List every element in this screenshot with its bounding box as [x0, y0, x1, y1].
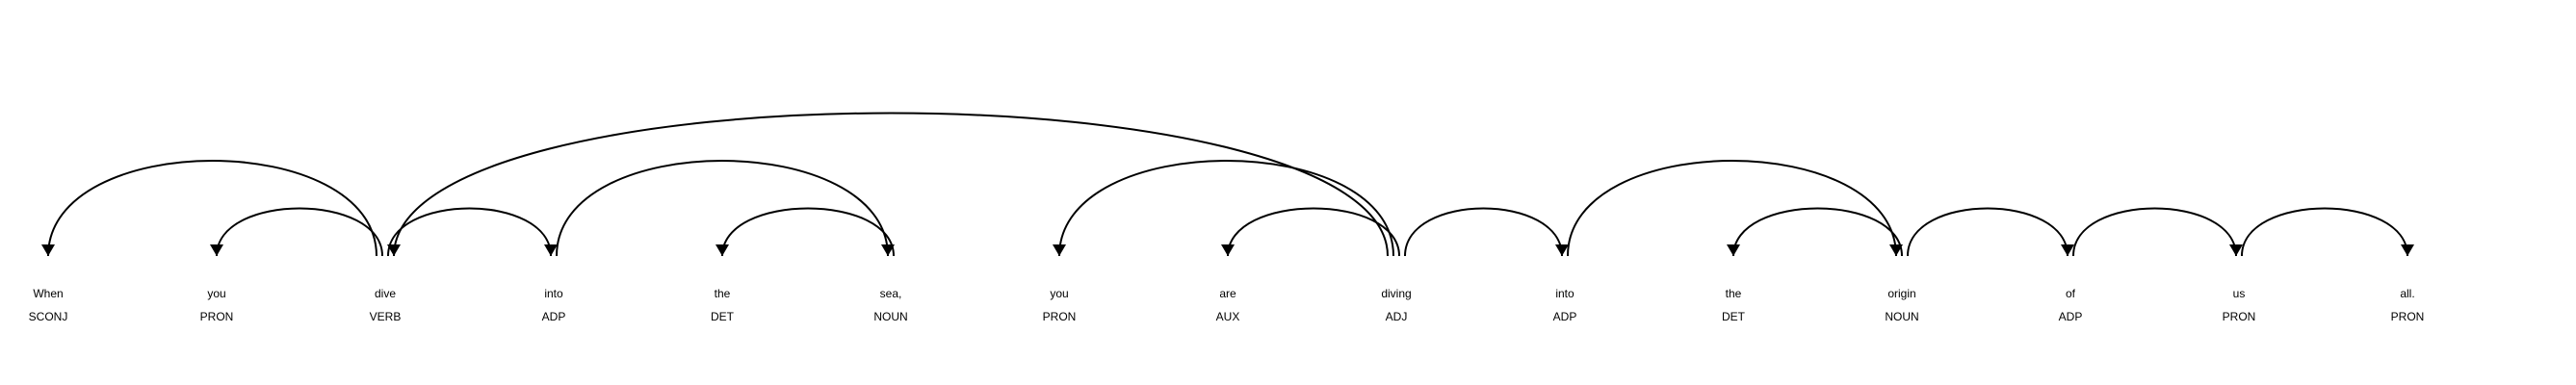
- token-tag: ADJ: [1386, 310, 1408, 323]
- dependency-arc: [1732, 207, 1903, 257]
- dependency-arc: [556, 160, 889, 257]
- token-word: you: [1050, 287, 1068, 300]
- arrow-head-icon: [2229, 244, 2243, 256]
- token-word: of: [2066, 287, 2076, 300]
- token-tag: NOUN: [1885, 310, 1918, 323]
- arrow-head-icon: [210, 244, 223, 256]
- arrow-head-icon: [1889, 244, 1903, 256]
- token-tag: SCONJ: [29, 310, 68, 323]
- token-word: all.: [2400, 287, 2414, 300]
- arrow-head-icon: [716, 244, 729, 256]
- token-word: us: [2233, 287, 2246, 300]
- dependency-arc: [1907, 207, 2069, 257]
- token-word: dive: [375, 287, 396, 300]
- token-tag: ADP: [2059, 310, 2083, 323]
- arrow-head-icon: [1053, 244, 1066, 256]
- arrow-head-icon: [1221, 244, 1235, 256]
- dependency-arc: [47, 160, 377, 257]
- arrow-head-icon: [1555, 244, 1569, 256]
- arrow-head-icon: [1727, 244, 1740, 256]
- token-tag: ADP: [1553, 310, 1577, 323]
- token-tag: NOUN: [873, 310, 907, 323]
- token-tag: PRON: [2223, 310, 2256, 323]
- arrow-head-icon: [387, 244, 401, 256]
- arrow-head-icon: [544, 244, 558, 256]
- arrow-head-icon: [41, 244, 55, 256]
- token-tag: AUX: [1216, 310, 1240, 323]
- arrow-head-icon: [2401, 244, 2414, 256]
- token-tag: PRON: [1043, 310, 1077, 323]
- token-word: the: [1726, 287, 1742, 300]
- token-tag: DET: [711, 310, 735, 323]
- token-word: diving: [1381, 287, 1411, 300]
- token-word: origin: [1887, 287, 1915, 300]
- arrow-head-icon: [881, 244, 895, 256]
- token-word: you: [207, 287, 225, 300]
- token-word: into: [544, 287, 563, 300]
- arcs-layer: [41, 112, 2414, 257]
- token-word: sea,: [880, 287, 902, 300]
- token-word: the: [715, 287, 731, 300]
- dependency-arc: [1404, 207, 1563, 257]
- dependency-arc: [393, 112, 1389, 257]
- dependency-arc: [2072, 207, 2237, 257]
- dependency-arc: [721, 207, 895, 257]
- token-word: are: [1219, 287, 1236, 300]
- dependency-arc: [1227, 207, 1400, 257]
- token-word: into: [1555, 287, 1574, 300]
- token-tag: VERB: [370, 310, 402, 323]
- dependency-arc: [2241, 207, 2408, 257]
- dependency-arc: [216, 207, 383, 257]
- dependency-arc: [387, 207, 552, 257]
- dependency-arc: [1567, 160, 1897, 257]
- token-tag: DET: [1722, 310, 1746, 323]
- token-word: When: [33, 287, 63, 300]
- arrow-head-icon: [2061, 244, 2074, 256]
- token-tag: PRON: [200, 310, 234, 323]
- token-tag: ADP: [542, 310, 566, 323]
- token-tag: PRON: [2391, 310, 2425, 323]
- dependency-arc: [1058, 160, 1394, 257]
